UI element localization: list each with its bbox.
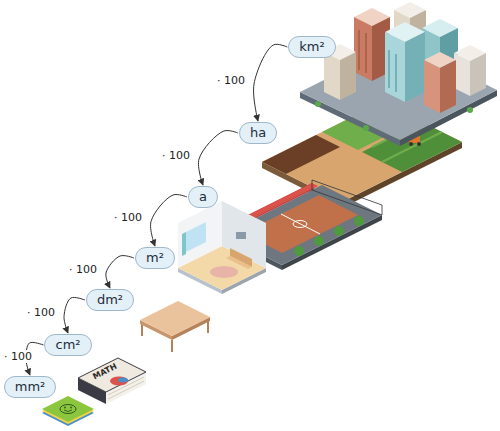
- room-illustration-part: [226, 256, 252, 269]
- unit-text: cm²: [55, 337, 80, 353]
- city-illustration-part: [365, 33, 367, 73]
- multiply-arrow: [198, 131, 237, 185]
- room-illustration-part: [186, 222, 206, 252]
- unit-pill: dm²: [86, 289, 134, 311]
- city-illustration-part: [363, 125, 369, 131]
- multiply-arrow: [106, 256, 134, 288]
- sticky-notes-illustration: [42, 396, 94, 426]
- unit-pill: cm²: [44, 334, 91, 356]
- factor-label: · 100: [161, 149, 191, 162]
- unit-pill: ha: [239, 122, 277, 144]
- sticky-notes-illustration-part: [60, 405, 76, 414]
- factor-label: · 100: [3, 350, 33, 363]
- city-illustration-part: [354, 17, 372, 81]
- unit-text: dm²: [97, 292, 123, 308]
- city-illustration-part: [405, 32, 425, 102]
- multiply-arrow: [254, 44, 288, 121]
- court-illustration-part: [334, 226, 344, 236]
- multiply-arrow: [151, 195, 187, 246]
- city-illustration-part: [424, 60, 440, 113]
- city-illustration-part: [385, 32, 405, 102]
- city-illustration-part: [315, 101, 321, 107]
- field-illustration-part: [409, 142, 413, 146]
- unit-text: km²: [299, 39, 324, 55]
- sticky-notes-illustration-part: [64, 407, 66, 409]
- room-illustration-part: [182, 232, 186, 256]
- court-illustration-part: [354, 216, 364, 226]
- unit-text: ha: [250, 125, 266, 141]
- unit-pill: km²: [288, 36, 335, 58]
- court-illustration-part: [294, 246, 304, 256]
- table-illustration-part: [141, 324, 143, 336]
- city-illustration-part: [454, 53, 470, 96]
- city-illustration-part: [340, 52, 356, 100]
- book-illustration: [78, 358, 146, 404]
- city-illustration-part: [388, 50, 390, 88]
- factor-label: · 100: [26, 306, 56, 319]
- court-illustration: [222, 180, 382, 270]
- city-illustration-part: [470, 53, 486, 96]
- unit-pill: a: [188, 186, 218, 208]
- unit-pill: m²: [135, 247, 175, 269]
- sticky-notes-illustration-part: [70, 407, 72, 409]
- city-illustration-part: [467, 107, 473, 113]
- book-illustration-part: [78, 358, 146, 392]
- table-illustration-part: [171, 340, 173, 352]
- room-illustration-part: [222, 201, 266, 268]
- factor-label: · 100: [68, 263, 98, 276]
- factor-label: · 100: [216, 74, 246, 87]
- city-illustration-part: [440, 60, 456, 113]
- book-illustration-part: [118, 378, 128, 383]
- city-illustration-part: [324, 52, 340, 100]
- room-illustration-part: [236, 232, 246, 239]
- room-illustration-part: [210, 266, 238, 278]
- book-title: MATH: [92, 361, 119, 381]
- unit-text: a: [199, 189, 207, 205]
- court-illustration-part: [314, 236, 324, 246]
- table-illustration: [140, 301, 210, 352]
- room-illustration: [178, 201, 266, 294]
- unit-text: mm²: [15, 379, 46, 395]
- room-illustration-part: [178, 201, 222, 268]
- unit-text: m²: [146, 250, 164, 266]
- unit-pill: mm²: [4, 376, 57, 398]
- court-illustration-part: [293, 221, 307, 228]
- city-illustration-part: [395, 54, 397, 92]
- city-illustration-part: [358, 30, 360, 70]
- factor-label: · 100: [113, 211, 143, 224]
- table-illustration-part: [207, 321, 209, 333]
- table-illustration-part: [140, 301, 210, 336]
- field-illustration-part: [417, 142, 421, 146]
- court-illustration-part: [312, 180, 382, 215]
- sticky-notes-illustration-part: [64, 410, 72, 412]
- city-illustration: [300, 2, 497, 146]
- court-illustration-part: [281, 214, 320, 234]
- book-illustration-part: [110, 377, 128, 386]
- multiply-arrow: [64, 297, 85, 333]
- sticky-notes-illustration-part: [42, 396, 94, 422]
